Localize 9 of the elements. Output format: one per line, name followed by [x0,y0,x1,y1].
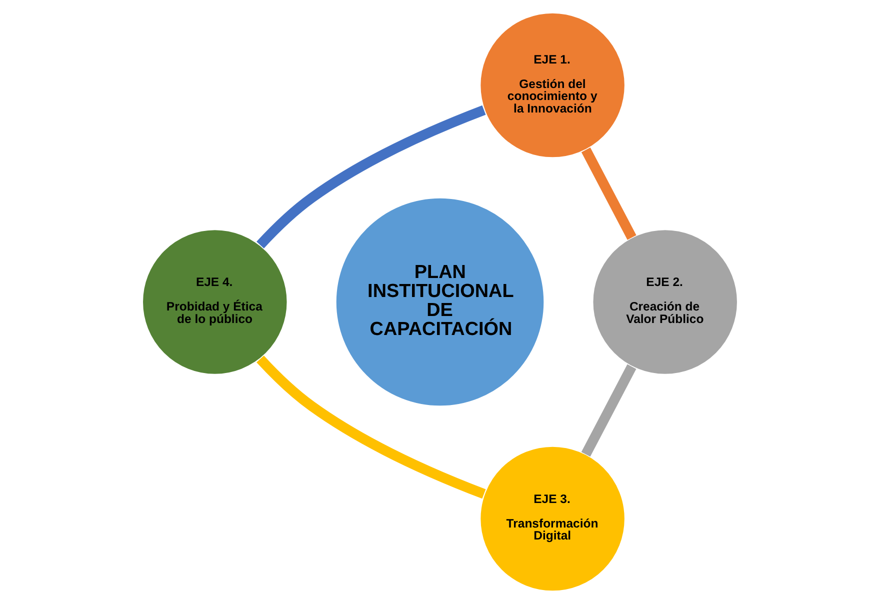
node-circle: EJE 1. Gestión del conocimiento y la Innovación [479,12,626,158]
connector [256,356,486,499]
node-circle: EJE 4. Probidad y Ética de lo público [141,229,288,375]
connector [256,105,486,248]
connector [580,364,636,457]
node-circle: EJE 3. Transformación Digital [479,446,626,592]
connector [580,148,636,240]
node-circle: EJE 2. Creación de Valor Público [592,229,738,375]
node-circle: PLAN INSTITUCIONAL DE CAPACITACIÓN [334,197,544,407]
